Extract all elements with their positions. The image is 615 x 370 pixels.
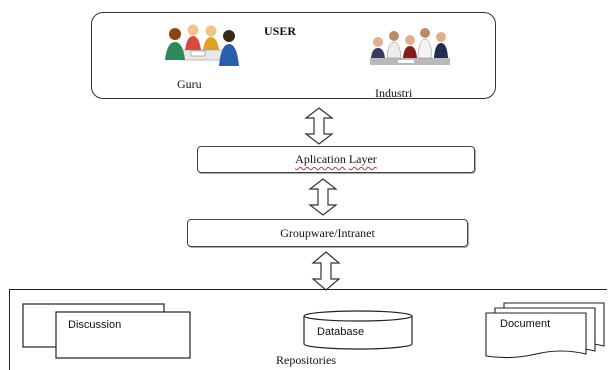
document-stack-icon <box>485 302 605 359</box>
discussion-pages-icon <box>22 303 191 359</box>
industri-clipart-image <box>370 28 450 65</box>
industri-label: Industri <box>375 86 413 100</box>
guru-clipart-image <box>165 24 239 66</box>
guru-label: Guru <box>177 77 202 91</box>
repositories-label: Repositories <box>276 353 336 367</box>
application-layer-label-word1: Aplication <box>295 152 346 166</box>
application-layer-label-word2: Layer <box>348 152 377 166</box>
bidirectional-arrow-icon <box>311 251 341 291</box>
user-title: USER <box>264 24 297 38</box>
document-label: Document <box>500 318 551 330</box>
database-label: Database <box>317 326 365 338</box>
user-panel <box>91 12 496 99</box>
discussion-label: Discussion <box>68 319 122 331</box>
bidirectional-arrow-icon <box>304 107 334 145</box>
application-layer-box: Aplication Layer <box>197 146 475 173</box>
bidirectional-arrow-icon <box>308 178 338 216</box>
groupware-intranet-box: Groupware/Intranet <box>187 219 468 247</box>
database-cylinder-icon <box>303 310 413 350</box>
repositories-frame <box>9 289 607 370</box>
